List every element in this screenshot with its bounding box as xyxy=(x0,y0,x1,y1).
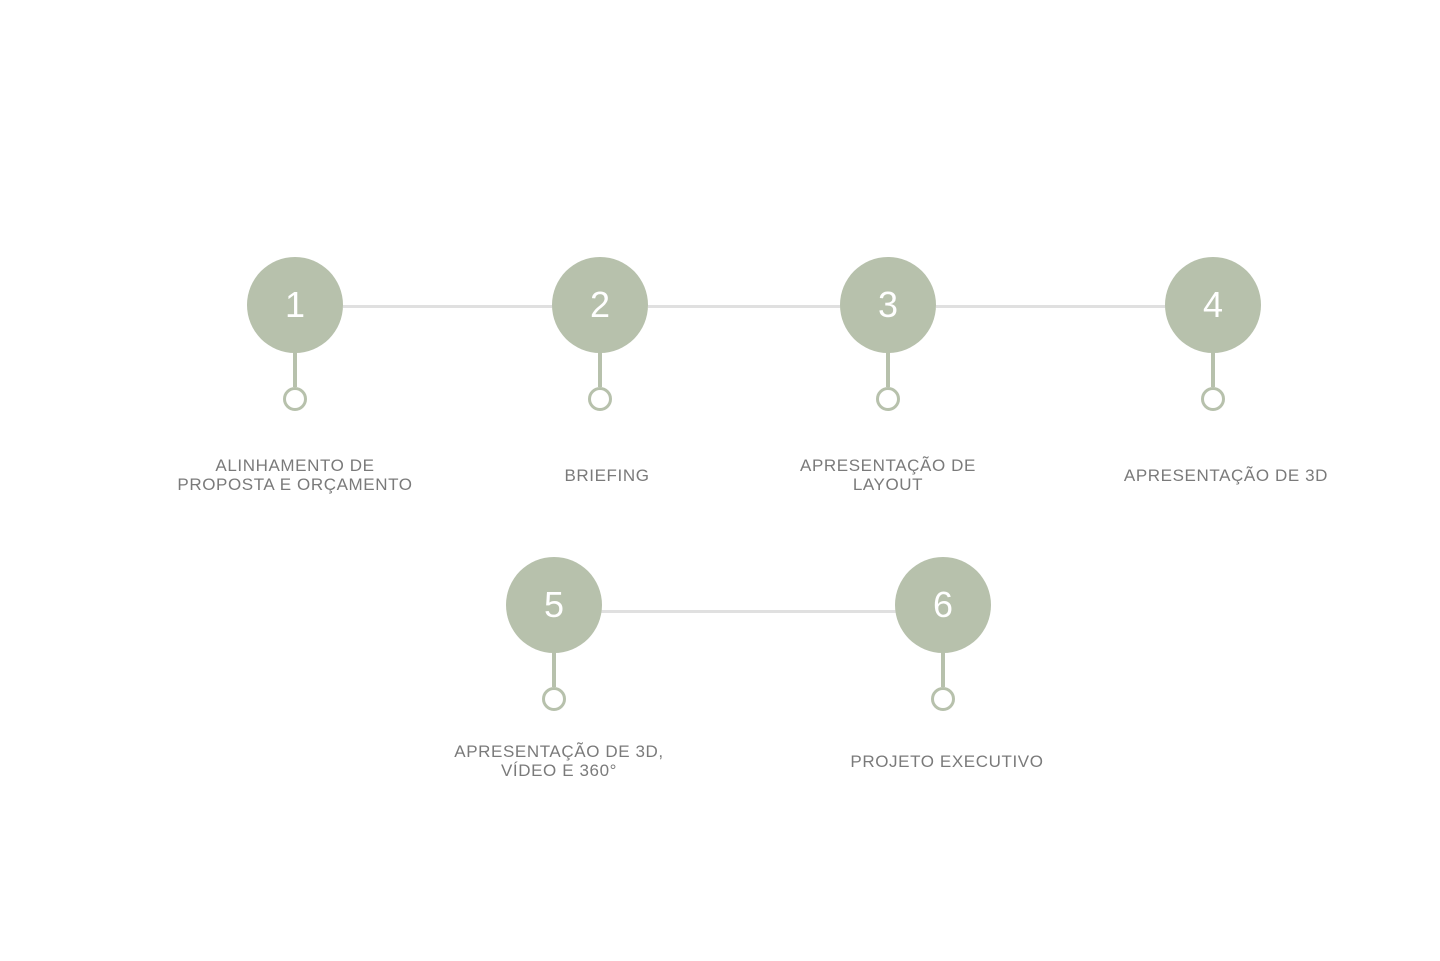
step-number-circle: 3 xyxy=(840,257,936,353)
step-number-circle: 5 xyxy=(506,557,602,653)
connector-line-5-6 xyxy=(601,610,896,613)
step-stem xyxy=(293,351,297,387)
step-number-circle: 6 xyxy=(895,557,991,653)
step-number-circle: 1 xyxy=(247,257,343,353)
step-label: BRIEFING xyxy=(564,465,650,485)
step-marker-dot xyxy=(876,387,900,411)
step-number-circle: 4 xyxy=(1165,257,1261,353)
step-marker-dot xyxy=(283,387,307,411)
connector-line-1-2 xyxy=(343,305,553,308)
step-1: 1 xyxy=(247,257,343,411)
step-marker-dot xyxy=(931,687,955,711)
step-3: 3 xyxy=(840,257,936,411)
step-stem xyxy=(598,351,602,387)
step-stem xyxy=(552,651,556,687)
step-stem xyxy=(941,651,945,687)
connector-line-3-4 xyxy=(936,305,1166,308)
step-label: APRESENTAÇÃO DE LAYOUT xyxy=(800,456,976,494)
step-label: PROJETO EXECUTIVO xyxy=(850,751,1044,771)
step-stem xyxy=(886,351,890,387)
step-stem xyxy=(1211,351,1215,387)
step-label: APRESENTAÇÃO DE 3D, VÍDEO E 360° xyxy=(454,742,664,780)
step-label: APRESENTAÇÃO DE 3D xyxy=(1123,465,1329,485)
step-6: 6 xyxy=(895,557,991,711)
step-marker-dot xyxy=(1201,387,1225,411)
step-marker-dot xyxy=(542,687,566,711)
step-5: 5 xyxy=(506,557,602,711)
step-4: 4 xyxy=(1165,257,1261,411)
step-label: ALINHAMENTO DE PROPOSTA E ORÇAMENTO xyxy=(177,456,413,494)
step-marker-dot xyxy=(588,387,612,411)
step-2: 2 xyxy=(552,257,648,411)
step-number-circle: 2 xyxy=(552,257,648,353)
connector-line-2-3 xyxy=(648,305,841,308)
